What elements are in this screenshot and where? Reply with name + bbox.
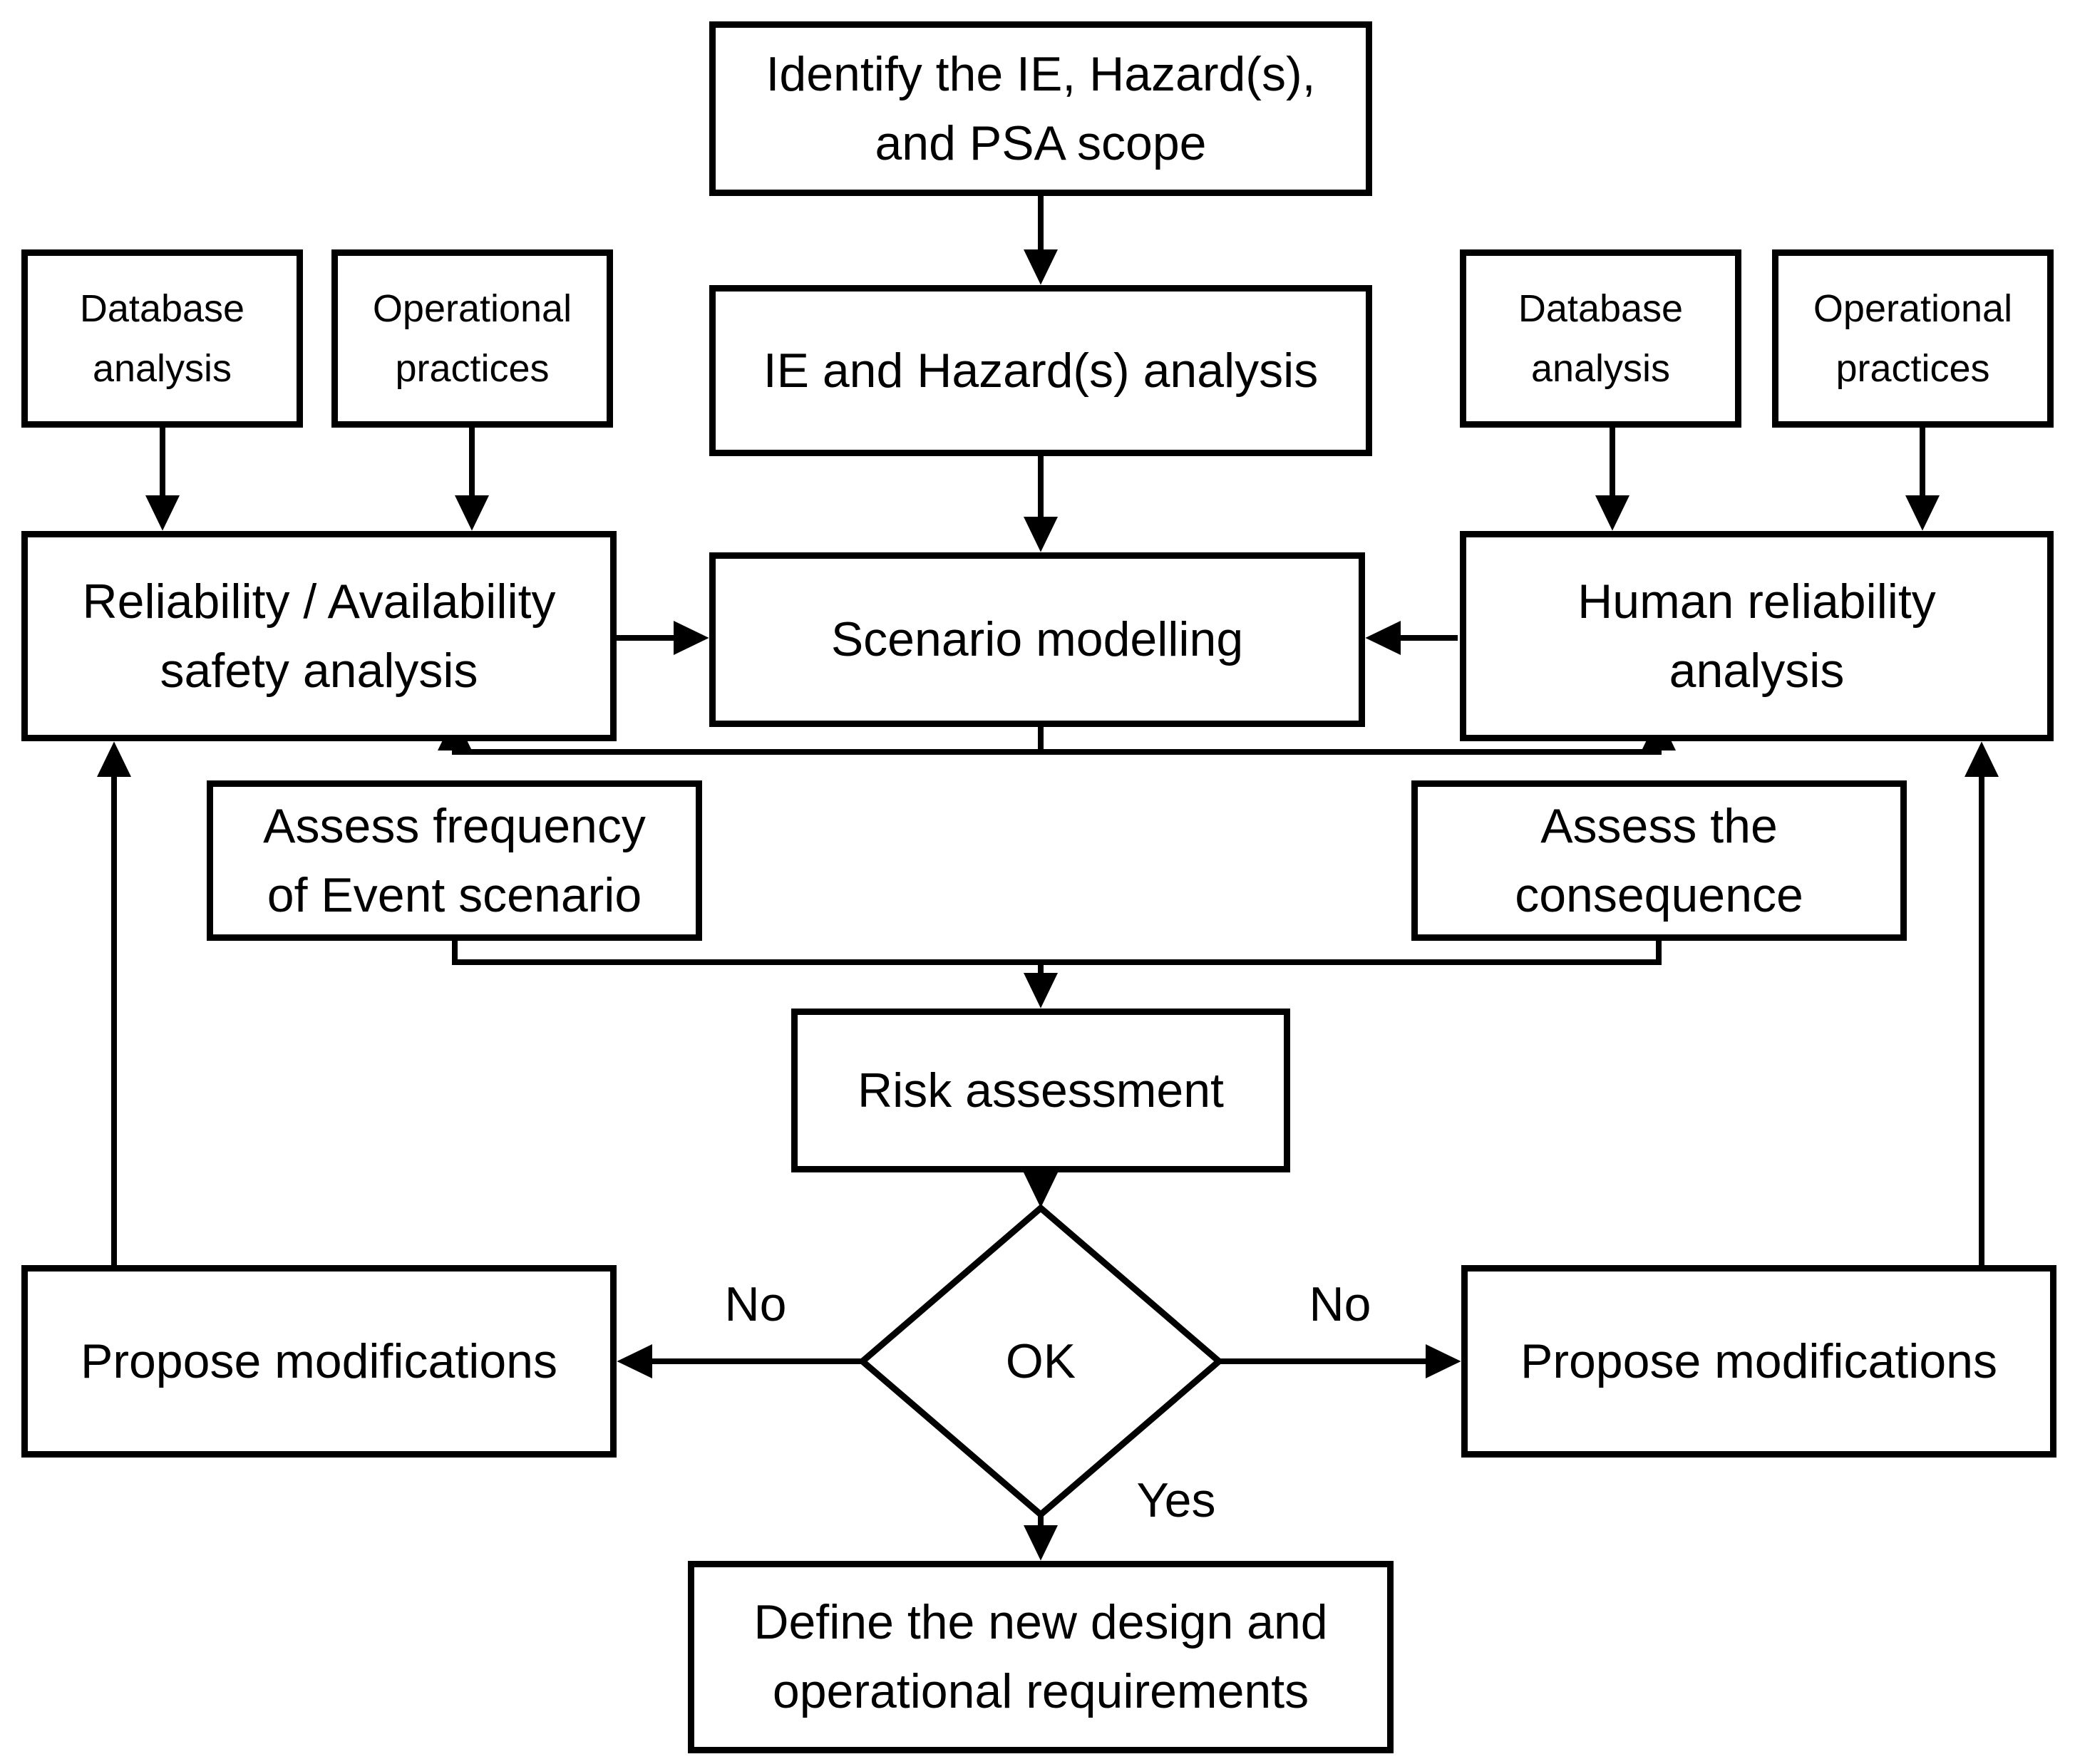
node-operational-practices-right: Operational practices — [1772, 249, 2054, 428]
node-text: Database — [79, 287, 245, 330]
node-ie-and-hazard-analysis: IE and Hazard(s) analysis — [709, 285, 1372, 456]
node-text: Operational — [372, 287, 572, 330]
node-database-analysis-right: Database analysis — [1460, 249, 1741, 428]
node-propose-modifications-right: Propose modifications — [1461, 1265, 2056, 1458]
node-assess-frequency-of-event-scenario: Assess frequency of Event scenario — [207, 780, 702, 941]
node-define-new-design-operational-requirements: Define the new design and operational re… — [688, 1561, 1394, 1753]
node-text: and PSA scope — [875, 115, 1207, 170]
decision-diamond — [858, 1204, 1224, 1519]
node-text: operational requirements — [772, 1664, 1309, 1718]
node-assess-the-consequence: Assess the consequence — [1411, 780, 1907, 941]
node-scenario-modelling: Scenario modelling — [709, 552, 1365, 727]
node-identify-ie-hazard-psa-scope: Identify the IE, Hazard(s), and PSA scop… — [709, 21, 1372, 196]
node-text: analysis — [1530, 347, 1671, 390]
node-human-reliability-analysis: Human reliability analysis — [1460, 531, 2054, 741]
node-text: Define the new design and — [753, 1595, 1328, 1649]
node-text: consequence — [1515, 867, 1803, 922]
node-text: analysis — [92, 347, 232, 390]
branch-label-yes: Yes — [1136, 1473, 1216, 1527]
node-text: practices — [1835, 347, 1990, 390]
node-text: Reliability / Availability — [82, 574, 556, 629]
node-text: analysis — [1669, 643, 1845, 698]
node-text: Risk assessment — [858, 1063, 1224, 1118]
node-operational-practices-left: Operational practices — [331, 249, 613, 428]
node-text: Scenario modelling — [830, 612, 1244, 666]
branch-label-no-left: No — [724, 1277, 787, 1331]
node-text: of Event scenario — [267, 867, 642, 922]
node-propose-modifications-left: Propose modifications — [21, 1265, 617, 1458]
node-risk-assessment: Risk assessment — [791, 1009, 1290, 1172]
node-text: Assess frequency — [263, 798, 646, 853]
node-text: Assess the — [1540, 798, 1778, 853]
node-text: Identify the IE, Hazard(s), — [766, 46, 1316, 101]
node-text: safety analysis — [160, 643, 478, 698]
node-text: IE and Hazard(s) analysis — [763, 343, 1319, 398]
node-text: Human reliability — [1577, 574, 1936, 629]
node-text: Propose modifications — [1520, 1334, 1997, 1388]
branch-label-no-right: No — [1309, 1277, 1371, 1331]
node-text: Propose modifications — [80, 1334, 557, 1388]
node-text: Database — [1518, 287, 1684, 330]
node-text: Operational — [1813, 287, 2013, 330]
decision-label-ok: OK — [1005, 1334, 1076, 1388]
node-reliability-availability-safety-analysis: Reliability / Availability safety analys… — [21, 531, 617, 741]
node-text: practices — [395, 347, 550, 390]
node-database-analysis-left: Database analysis — [21, 249, 303, 428]
